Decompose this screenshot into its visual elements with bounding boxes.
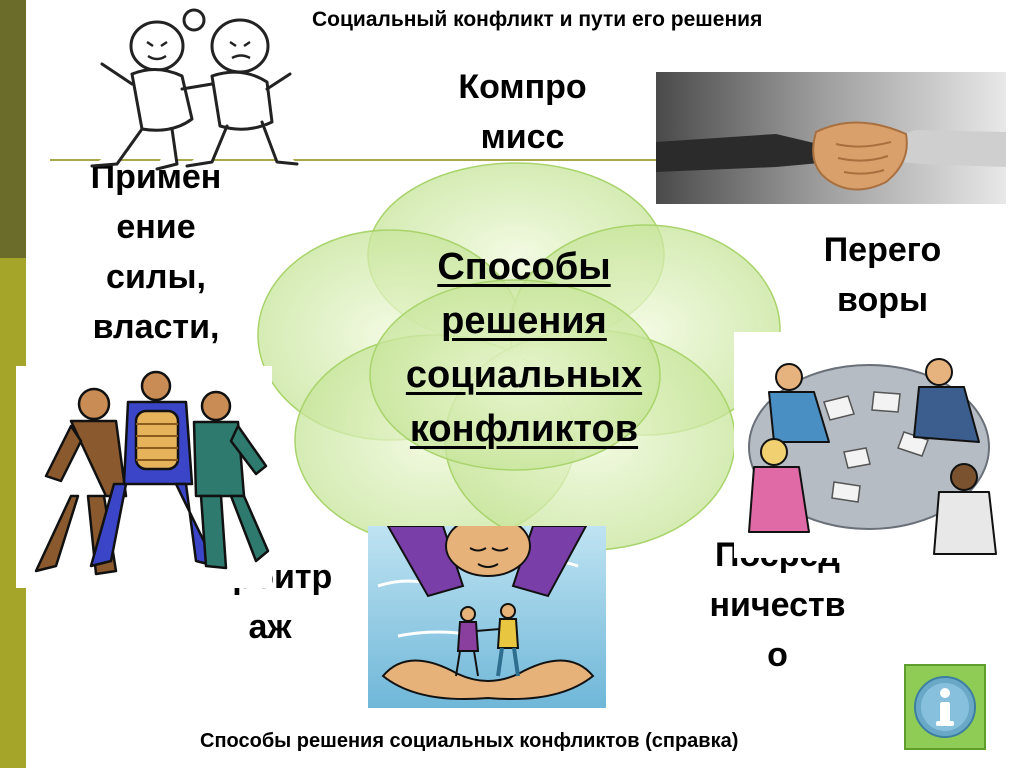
petal-center: [369, 279, 661, 471]
method-force: Примен ение силы, власти, закона: [90, 158, 222, 366]
arbitration-image: [368, 526, 606, 708]
handshake-image: [656, 72, 1006, 204]
central-heading: Способы решения социальных конфликтов: [405, 246, 643, 450]
method-negotiation: Перего воры: [823, 231, 942, 319]
method-compromise: Компро мисс: [458, 68, 587, 156]
info-button[interactable]: [904, 664, 986, 750]
info-icon: [914, 676, 976, 738]
footer-caption: Способы решения социальных конфликтов (с…: [200, 730, 739, 752]
title-divider-line: [50, 159, 690, 161]
left-accent-bar-top: [0, 0, 26, 258]
force-authority-image: [16, 366, 272, 588]
flower-diagram: [257, 162, 781, 551]
negotiation-image: [734, 332, 1004, 558]
slide-title: Социальный конфликт и пути его решения: [312, 8, 763, 31]
fighting-people-image: [90, 8, 299, 171]
